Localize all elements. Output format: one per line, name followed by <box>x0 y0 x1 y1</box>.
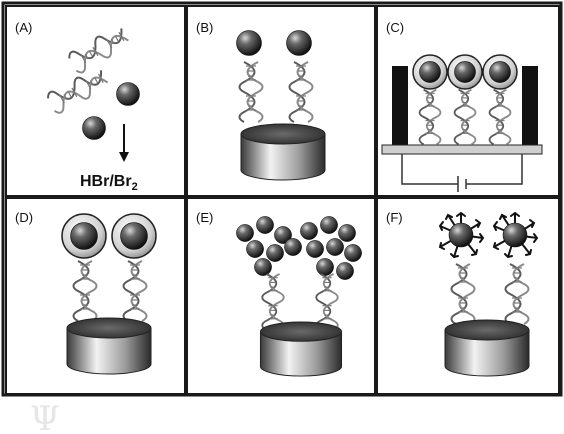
panel-e: (E) <box>187 198 375 394</box>
panel-label-a: (A) <box>15 20 32 35</box>
panel-label-b: (B) <box>196 20 213 35</box>
electrode-bar <box>392 66 408 146</box>
gold-nanoparticle <box>83 117 106 140</box>
panel-label-e: (E) <box>196 210 213 225</box>
gold-nanoparticle <box>489 61 510 82</box>
watermark: Ψ <box>30 399 60 434</box>
panel-a: (A) HBr/Br2 <box>6 6 185 196</box>
electrode-cylinder <box>445 320 529 376</box>
gold-nanoparticle <box>419 61 440 82</box>
gold-nanoparticle <box>287 31 312 56</box>
substrate-plate <box>382 145 542 154</box>
electrode-cylinder <box>67 318 151 374</box>
panel-label-d: (D) <box>15 210 33 225</box>
panel-d: (D) <box>6 198 185 394</box>
gold-nanoparticle <box>237 31 262 56</box>
gold-nanoparticle <box>71 223 98 250</box>
panel-f: (F) <box>377 198 559 394</box>
electrode-cylinder <box>260 322 341 376</box>
panel-label-f: (F) <box>386 210 403 225</box>
gold-nanoparticle <box>121 223 148 250</box>
panel-label-c: (C) <box>386 20 404 35</box>
gold-nanoparticle <box>454 61 475 82</box>
panel-b: (B) <box>187 6 375 196</box>
electrode-bar <box>522 66 538 146</box>
panel-c: (C) <box>377 6 559 196</box>
electrode-cylinder <box>241 124 325 180</box>
gold-nanoparticle <box>117 83 140 106</box>
